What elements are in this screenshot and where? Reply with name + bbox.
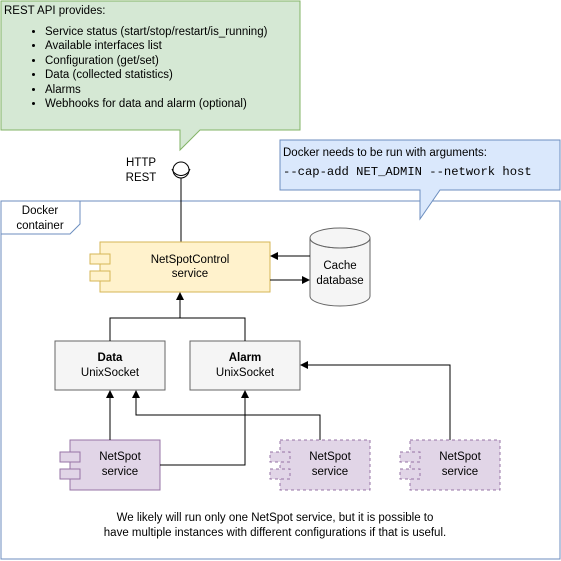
data-socket-label: Data UnixSocket <box>80 351 140 379</box>
netspot-service-3-component <box>399 439 501 491</box>
cache-database-cylinder <box>309 227 371 307</box>
edge-netspot1-to-alarm-socket <box>160 390 249 466</box>
edge-data-socket-to-control <box>109 317 246 341</box>
rest-api-feature-item: Service status (start/stop/restart/is_ru… <box>45 25 298 40</box>
rest-api-feature-item: Webhooks for data and alarm (optional) <box>45 97 298 112</box>
edge-netspot3-to-alarm-socket <box>300 361 451 440</box>
alarm-socket-label: Alarm UnixSocket <box>215 351 275 379</box>
netspot-service-3-label: NetSpot service <box>439 451 481 478</box>
rest-interface-icon <box>171 161 191 242</box>
rest-api-feature-item: Alarms <box>45 83 298 98</box>
rest-api-callout <box>0 0 301 152</box>
docker-args-note: Docker needs to be run with arguments: -… <box>283 147 558 179</box>
rest-api-feature-list: Service status (start/stop/restart/is_ru… <box>4 25 298 112</box>
http-rest-label: HTTP REST <box>125 157 157 184</box>
rest-api-feature-item: Available interfaces list <box>45 39 298 54</box>
netspot-control-component <box>89 241 271 293</box>
netspot-service-2-label: NetSpot service <box>309 451 351 478</box>
footer-note: We likely will run only one NetSpot serv… <box>103 512 447 539</box>
docker-args-command: --cap-add NET_ADMIN --network host <box>283 165 532 179</box>
rest-api-note: REST API provides: Service status (start… <box>4 4 298 112</box>
connectors <box>106 252 451 466</box>
docker-args-callout <box>279 139 561 221</box>
rest-api-feature-item: Data (collected statistics) <box>45 68 298 83</box>
netspot-control-label: NetSpotControl service <box>150 254 230 280</box>
netspot-service-1-label: NetSpot service <box>99 451 141 478</box>
netspot-service-1-component <box>59 439 161 491</box>
edge-netspot2-to-data-socket <box>132 390 321 440</box>
docker-container-label: Docker container <box>16 205 64 232</box>
data-socket-box <box>54 340 166 391</box>
cache-database-label: Cache database <box>316 260 364 287</box>
rest-api-note-title: REST API provides: <box>4 5 106 17</box>
netspot-service-2-component <box>269 439 371 491</box>
docker-args-text: Docker needs to be run with arguments: <box>283 147 487 159</box>
rest-api-feature-item: Configuration (get/set) <box>45 54 298 69</box>
